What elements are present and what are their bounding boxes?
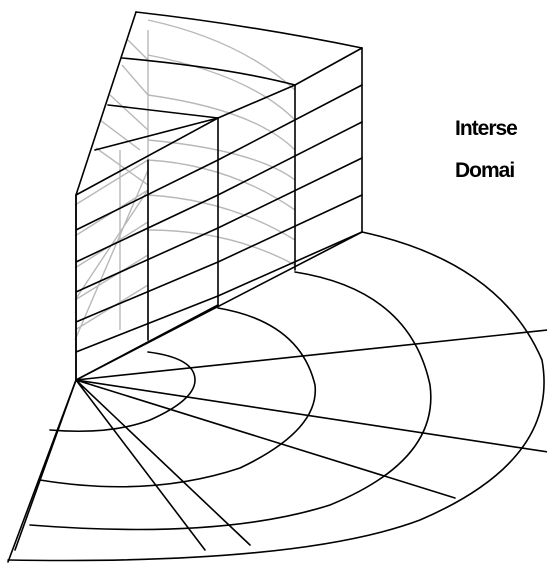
annotation-line-2: Domai (455, 159, 514, 182)
wall-row-7 (76, 232, 362, 352)
hidden-back-lines (75, 20, 295, 340)
front-visible-lines (8, 12, 547, 562)
floor-arc-middle (40, 308, 315, 487)
wall-top-arc (136, 12, 362, 48)
wall-row-upper (95, 118, 218, 150)
back-top-rings (148, 20, 295, 180)
annotation-line-1: Interse (455, 117, 517, 140)
annotation-label: Interse Domai (455, 117, 517, 182)
floor-radials (15, 232, 547, 550)
left-outer-edge (76, 12, 136, 380)
back-left-wall-lower-diagonals (75, 160, 148, 340)
left-wall-verticals (76, 48, 362, 380)
floor-left-edge (8, 380, 76, 562)
